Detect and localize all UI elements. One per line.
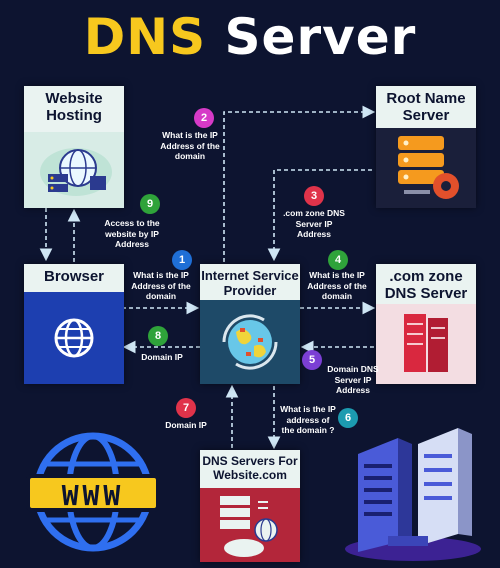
step-badge-3: 3 xyxy=(304,186,324,206)
www-badge-label: WWW xyxy=(61,479,125,512)
rack-server-icon xyxy=(376,304,476,384)
browser-box: Browser xyxy=(24,264,124,384)
dns-servers-website-title: DNS Servers For Website.com xyxy=(200,450,300,482)
dns-servers-website-box: DNS Servers For Website.com xyxy=(200,450,300,562)
root-name-server-title: Root Name Server xyxy=(376,86,476,124)
com-zone-title: .com zone DNS Server xyxy=(376,264,476,302)
globe-icon xyxy=(24,292,124,384)
step-badge-8: 8 xyxy=(148,326,168,346)
www-globe-icon xyxy=(26,432,160,552)
step-label-8: Domain IP xyxy=(141,352,183,362)
step-label-9: Access to the website by IP Address xyxy=(104,218,160,249)
server-racks-icon xyxy=(345,428,481,561)
arrow-2 xyxy=(223,105,376,262)
step-badge-5: 5 xyxy=(302,350,322,370)
website-hosting-title: Website Hosting xyxy=(24,86,124,124)
step-badge-1: 1 xyxy=(172,250,192,270)
step-badge-4: 4 xyxy=(328,250,348,270)
browser-title: Browser xyxy=(24,264,124,285)
step-badge-2: 2 xyxy=(194,108,214,128)
title-server: Server xyxy=(224,8,417,66)
website-hosting-box: Website Hosting xyxy=(24,86,124,208)
server-gear-icon xyxy=(376,128,476,208)
step-label-4: What is the IP Address of the domain xyxy=(307,270,367,301)
step-badge-9: 9 xyxy=(140,194,160,214)
step-label-7: Domain IP xyxy=(165,420,207,430)
com-zone-dns-box: .com zone DNS Server xyxy=(376,264,476,384)
step-badge-6: 6 xyxy=(338,408,358,428)
hosting-illustration-icon xyxy=(24,132,124,208)
page-title: DNS Server xyxy=(0,8,500,66)
isp-title: Internet Service Provider xyxy=(200,264,300,298)
step-label-3: .com zone DNS Server IP Address xyxy=(283,208,345,239)
step-badge-7: 7 xyxy=(176,398,196,418)
cloud-server-icon xyxy=(200,488,300,562)
arrow-3 xyxy=(267,169,372,262)
isp-box: Internet Service Provider xyxy=(200,264,300,384)
step-label-5: Domain DNS Server IP Address xyxy=(327,364,379,395)
earth-cycle-icon xyxy=(200,300,300,384)
step-label-1: What is the IP Address of the domain xyxy=(131,270,191,301)
step-label-6: What is the IP address of the domain ? xyxy=(280,404,336,435)
step-label-2: What is the IP Address of the domain xyxy=(160,130,220,161)
title-dns: DNS xyxy=(83,8,207,66)
root-name-server-box: Root Name Server xyxy=(376,86,476,208)
